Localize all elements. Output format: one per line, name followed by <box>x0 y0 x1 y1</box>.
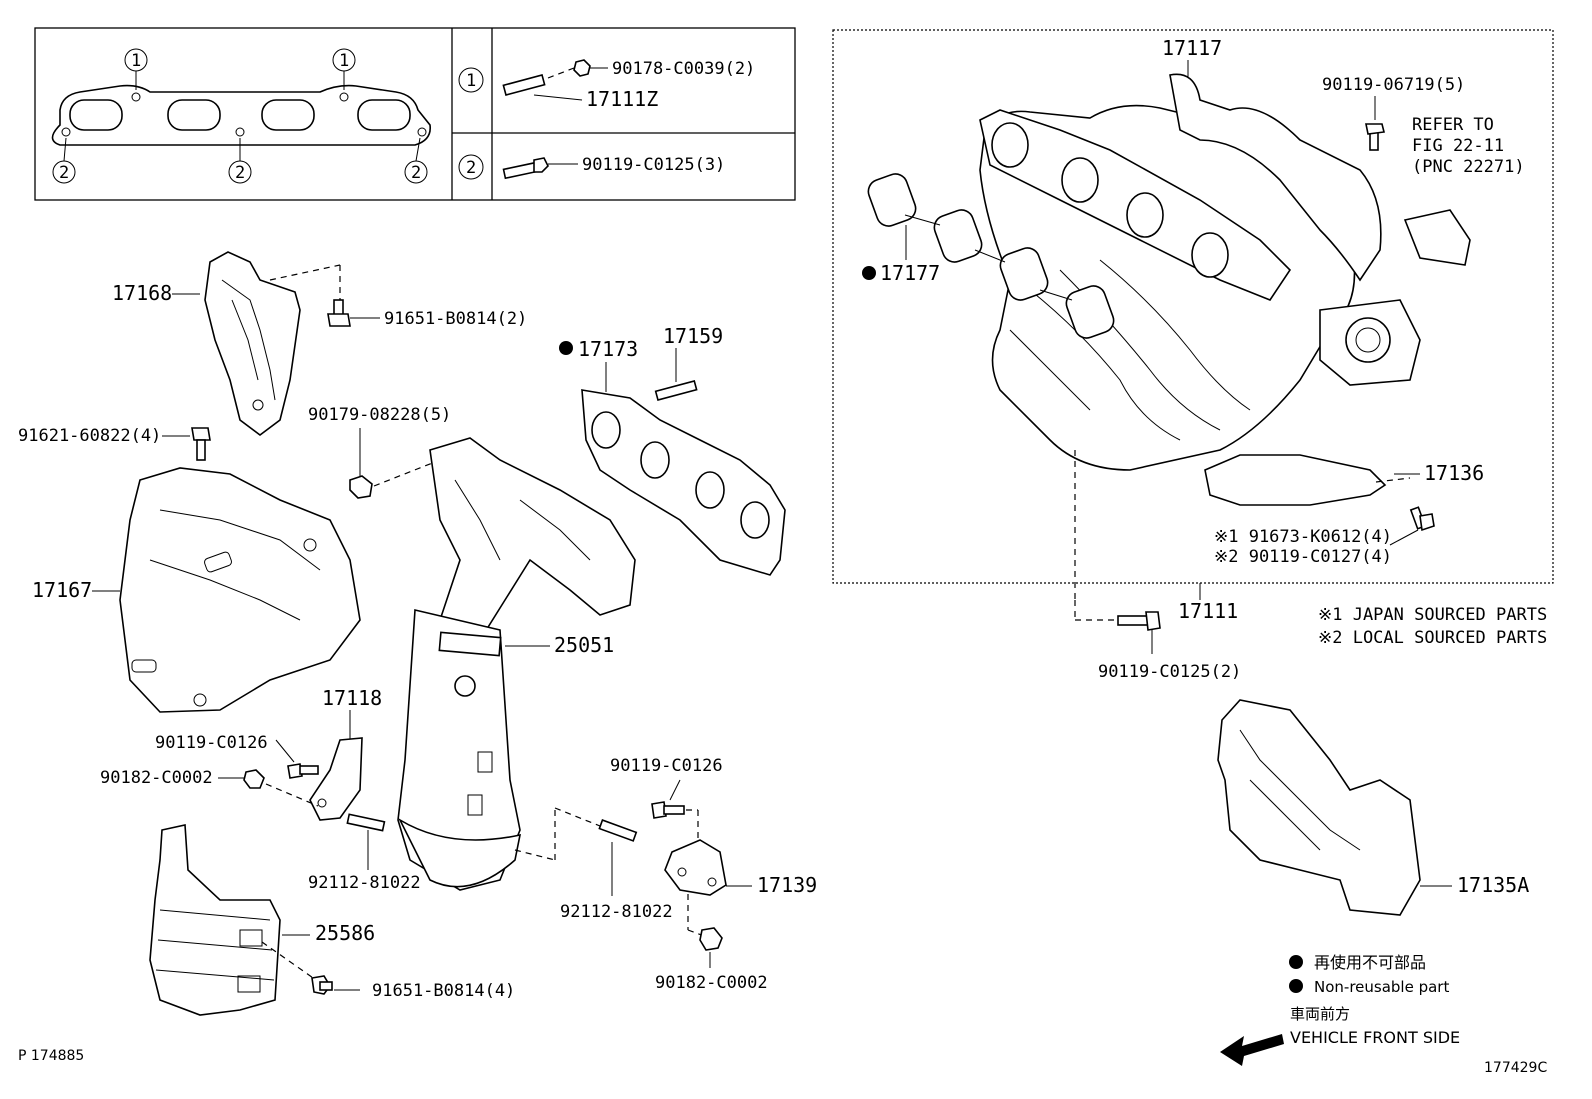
part-number-91651-b0814-2: 91651-B0814(2) <box>384 309 527 329</box>
nut-icon <box>349 475 373 499</box>
nut-icon <box>243 769 265 789</box>
part-number-91673-k0612: ※1 91673-K0612(4) <box>1214 527 1392 547</box>
nonreusable-dot <box>559 341 573 355</box>
nonreusable-label-en: Non-reusable part <box>1314 978 1449 996</box>
figure-code-left: P 174885 <box>18 1048 84 1064</box>
front-direction-arrow-icon <box>1220 1034 1284 1066</box>
legend-table: 1 1 2 2 2 1 2 90178-C0039(2) 17111Z <box>34 27 796 201</box>
heat-shield-17167 <box>119 467 361 713</box>
part-number-90119-c0126-a: 90119-C0126 <box>155 733 268 753</box>
part-number-90119-c0125-3: 90119-C0125(3) <box>582 155 725 175</box>
bolt-icon <box>311 975 333 995</box>
part-number-17167: 17167 <box>32 578 92 602</box>
part-number-25586: 25586 <box>315 921 375 945</box>
part-number-90179-08228: 90179-08228(5) <box>308 405 451 425</box>
part-number-90178-c0039: 90178-C0039(2) <box>612 59 755 79</box>
insulator-17135a <box>1217 699 1421 916</box>
intake-gasket-17177 <box>867 173 1115 339</box>
intake-manifold-group <box>832 29 1554 621</box>
part-number-17117: 17117 <box>1162 36 1222 60</box>
vehicle-front-label-en: VEHICLE FRONT SIDE <box>1290 1028 1460 1047</box>
heat-shield-25586 <box>149 824 281 1016</box>
nonreusable-label-jp: 再使用不可部品 <box>1314 953 1426 972</box>
part-number-90182-c0002-a: 90182-C0002 <box>100 768 213 788</box>
part-number-91621-60822: 91621-60822(4) <box>18 426 161 446</box>
gasket-marker: 1 <box>339 51 349 71</box>
gasket-marker: 2 <box>59 163 69 183</box>
part-number-90119-c0127: ※2 90119-C0127(4) <box>1214 547 1392 567</box>
part-number-17135a: 17135A <box>1457 873 1529 897</box>
part-number-90119-c0125-2: 90119-C0125(2) <box>1098 662 1241 682</box>
nonreusable-dot <box>1289 955 1303 969</box>
gasket-marker: 1 <box>131 51 141 71</box>
row-marker-2: 2 <box>466 158 476 178</box>
stud-icon <box>598 819 638 842</box>
stud-icon <box>346 813 386 832</box>
part-number-90182-c0002-b: 90182-C0002 <box>655 973 768 993</box>
gasket-marker: 2 <box>411 163 421 183</box>
part-number-91651-b0814-4: 91651-B0814(4) <box>372 981 515 1001</box>
exhaust-gasket-17173 <box>581 389 786 576</box>
part-number-90119-06719: 90119-06719(5) <box>1322 75 1465 95</box>
stud-icon <box>654 379 698 401</box>
bolt-icon <box>327 299 351 327</box>
bolt-icon <box>287 763 319 779</box>
bracket-17118 <box>309 737 363 821</box>
part-number-17177: 17177 <box>880 261 940 285</box>
refer-note-line3: (PNC 22271) <box>1412 157 1525 177</box>
japan-sourced-note: ※1 JAPAN SOURCED PARTS <box>1318 605 1547 625</box>
exhaust-manifold-25051 <box>397 437 636 891</box>
part-number-17173: 17173 <box>578 337 638 361</box>
bolt-icon <box>191 427 211 461</box>
bolt-icon <box>502 157 549 180</box>
part-number-17111z: 17111Z <box>586 87 658 111</box>
gasket-marker: 2 <box>235 163 245 183</box>
bolt-icon <box>1365 123 1385 151</box>
refer-note-line1: REFER TO <box>1412 115 1494 135</box>
stud-icon <box>502 74 546 96</box>
vehicle-front-label-jp: 車両前方 <box>1290 1005 1350 1023</box>
bolt-icon <box>1409 506 1435 532</box>
nut-icon <box>573 59 591 77</box>
heat-shield-17168 <box>204 251 301 436</box>
bolt-icon <box>651 801 685 819</box>
local-sourced-note: ※2 LOCAL SOURCED PARTS <box>1318 628 1547 648</box>
part-number-17168: 17168 <box>112 281 172 305</box>
nonreusable-dot <box>862 266 876 280</box>
part-number-17118: 17118 <box>322 686 382 710</box>
bolt-icon <box>1117 611 1161 631</box>
figure-code-right: 177429C <box>1484 1060 1547 1076</box>
part-number-90119-c0126-b: 90119-C0126 <box>610 756 723 776</box>
part-number-17139: 17139 <box>757 873 817 897</box>
nonreusable-dot <box>1289 979 1303 993</box>
part-number-17136: 17136 <box>1424 461 1484 485</box>
part-number-92112-81022-b: 92112-81022 <box>560 902 673 922</box>
part-number-17159: 17159 <box>663 324 723 348</box>
part-number-25051: 25051 <box>554 633 614 657</box>
row-marker-1: 1 <box>466 71 476 91</box>
refer-note-line2: FIG 22-11 <box>1412 136 1504 156</box>
bracket-17139 <box>664 839 727 896</box>
part-number-17111: 17111 <box>1178 599 1238 623</box>
nut-icon <box>699 927 723 951</box>
part-number-92112-81022-a: 92112-81022 <box>308 873 421 893</box>
